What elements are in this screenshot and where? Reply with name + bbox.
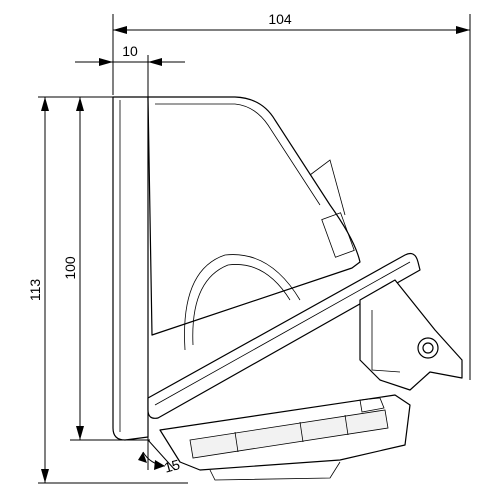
front-plate [112,96,149,441]
dimension-offset-width: 10 [75,43,185,98]
cable-loop-outer [184,254,301,351]
dimension-overall-width: 104 [112,11,471,380]
dimension-overall-height: 113 [27,96,188,484]
arrow-right [456,26,470,34]
dimension-label-100: 100 [62,256,78,280]
hinge-pin-inner [422,342,434,354]
dimension-label-113: 113 [27,279,43,302]
arrow-offset-left [99,58,113,66]
dimension-label-104: 104 [268,11,292,27]
housing-clip [321,212,355,258]
dimension-tilt-angle: 15° [138,430,187,476]
socket-window [189,409,389,459]
hinge-inner-frame [371,310,401,373]
arrow-front-top [76,97,84,111]
housing-shell [147,96,361,336]
arrow-angle-end [154,460,165,470]
housing-inner-curve [155,103,321,206]
arrow-bottom [41,469,49,483]
arrow-top [41,97,49,111]
base-latch [359,397,385,413]
arrow-front-bottom [76,426,84,440]
housing-ridge [309,159,346,216]
base-foot [209,461,341,481]
arrow-offset-right [148,58,162,66]
dimension-front-height: 100 [62,97,150,441]
tilted-cover-edge [154,261,411,406]
arrow-angle-start [138,452,147,463]
hinge-block [359,279,463,391]
angle-leader-line [147,439,176,471]
dimension-label-10: 10 [122,43,138,59]
arrow-left [113,26,127,34]
socket-divider-3 [344,414,349,436]
enclosure-body [112,96,463,481]
socket-divider-1 [234,431,239,453]
cable-loop-inner [192,264,291,346]
angle-arc [142,451,166,467]
socket-divider-2 [299,421,304,443]
